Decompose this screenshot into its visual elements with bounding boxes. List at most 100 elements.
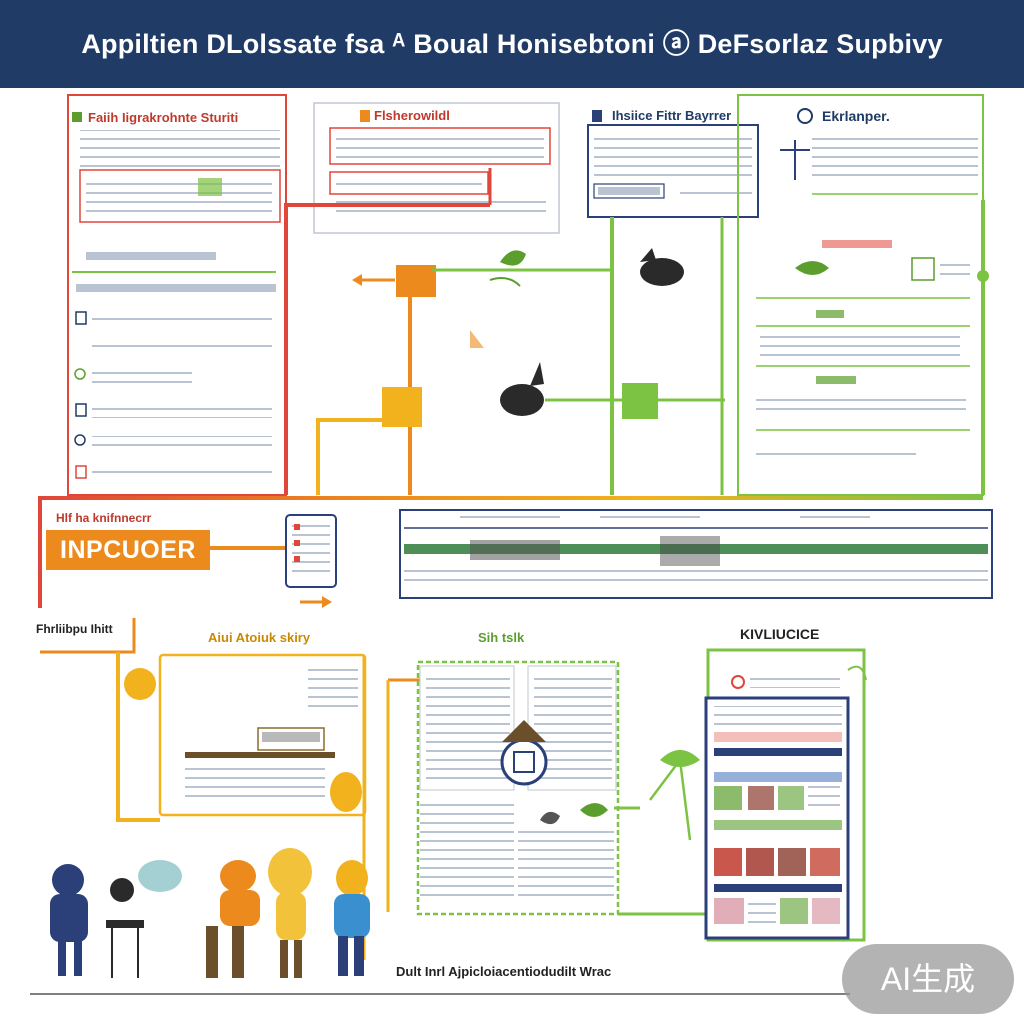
data-segment xyxy=(660,536,720,566)
subsection-box xyxy=(329,127,551,165)
thumbnail xyxy=(810,848,840,876)
person-head xyxy=(336,860,368,896)
leaf-icon xyxy=(847,665,867,681)
document-icon xyxy=(592,110,602,122)
ai-generated-badge: AI生成 xyxy=(842,944,1014,1014)
user-avatar-icon xyxy=(124,668,156,700)
screen-dot xyxy=(294,540,300,546)
data-strip xyxy=(714,772,842,782)
leaf-icon xyxy=(500,250,526,266)
person-head xyxy=(220,860,256,892)
arrow-head xyxy=(322,596,332,608)
plant-icon xyxy=(911,257,935,281)
screen-dot xyxy=(294,556,300,562)
house-icon xyxy=(500,738,548,786)
pin-icon xyxy=(330,772,362,812)
bottom-center-label: Aiui Atoiuk skiry xyxy=(208,630,311,645)
arrow-head xyxy=(470,330,484,348)
bullet-icon xyxy=(74,434,86,446)
speech-bubble-icon xyxy=(138,860,182,892)
text-line xyxy=(76,284,276,292)
text-block xyxy=(812,132,978,178)
person-body xyxy=(276,892,306,940)
data-strip xyxy=(714,820,842,830)
top-left-panel xyxy=(67,94,287,496)
data-strip xyxy=(714,748,842,756)
bottom-right-tablet xyxy=(649,648,867,942)
text-line xyxy=(816,376,856,384)
data-strip xyxy=(404,544,988,554)
text-block xyxy=(426,672,510,784)
text-line xyxy=(86,252,216,260)
text-block xyxy=(756,396,966,410)
person-body xyxy=(220,890,260,926)
far-right-panel xyxy=(737,94,984,496)
text-block xyxy=(92,340,272,354)
bird-icon xyxy=(500,384,544,416)
thumbnail xyxy=(714,786,742,810)
person-head xyxy=(268,848,312,896)
leaf-icon xyxy=(72,112,82,122)
bird-icon-tail xyxy=(530,362,544,386)
thumbnail xyxy=(778,848,806,876)
text-block xyxy=(185,764,325,800)
leaf-icon xyxy=(795,261,829,275)
text-block xyxy=(92,404,272,418)
text-block xyxy=(92,312,272,326)
text-block xyxy=(420,800,514,900)
main-bus-line xyxy=(38,496,983,608)
text-block xyxy=(760,336,960,358)
person-head xyxy=(110,878,134,902)
text-block xyxy=(404,566,988,588)
text-block xyxy=(336,176,482,190)
branch-icon xyxy=(649,756,692,841)
input-badge: INPCUOER xyxy=(46,530,210,570)
yellow-connector xyxy=(116,652,160,822)
data-segment xyxy=(470,540,560,560)
text-line xyxy=(816,310,844,318)
yellow-connector xyxy=(316,418,382,495)
text-block xyxy=(336,134,544,160)
text-block xyxy=(756,446,916,460)
process-node xyxy=(396,265,436,297)
junction-dot xyxy=(977,270,989,282)
bottom-center-document xyxy=(416,660,708,916)
far-right-panel-title: Ekrlanper. xyxy=(822,108,890,124)
top-center-panel-title: Flsherowildl xyxy=(374,108,450,123)
person-leg xyxy=(294,940,302,978)
bullet-icon xyxy=(74,368,86,380)
text-block xyxy=(518,828,614,898)
person-leg xyxy=(354,936,364,976)
middle-wide-panel xyxy=(399,509,993,599)
text-line xyxy=(822,240,892,248)
data-strip xyxy=(714,884,842,892)
thumbnail xyxy=(748,786,774,810)
footer-caption: Dult Inrl Ajpicloiacentiodudilt Wrac xyxy=(396,964,612,979)
top-left-panel-title: Faiih Iigrakrohnte Sturiti xyxy=(88,110,239,125)
input-device xyxy=(210,514,337,608)
upper-connectors xyxy=(284,168,989,495)
window-icon xyxy=(513,751,535,773)
bird-icon xyxy=(640,258,684,286)
tag-chip xyxy=(198,178,222,196)
thumbnail xyxy=(812,898,840,924)
text-block xyxy=(800,510,870,522)
field-value xyxy=(262,732,320,742)
top-center-panel-frame xyxy=(313,102,560,234)
alert-icon xyxy=(731,675,745,689)
top-right-panel-frame xyxy=(587,124,759,218)
text-block xyxy=(594,132,752,180)
phone-screen xyxy=(292,522,330,576)
title-banner: Appiltien DLolssate fsa ᴬ Boual Honisebt… xyxy=(0,0,1024,88)
top-right-panel xyxy=(587,110,759,218)
subsection-box xyxy=(79,169,281,223)
process-node xyxy=(382,387,422,427)
person-leg xyxy=(232,926,244,978)
house-icon-roof xyxy=(502,720,546,742)
text-block xyxy=(600,510,700,522)
person-leg xyxy=(280,940,288,978)
bird-icon-head xyxy=(640,248,656,262)
thumbnail xyxy=(748,898,776,924)
thumbnail xyxy=(780,898,808,924)
